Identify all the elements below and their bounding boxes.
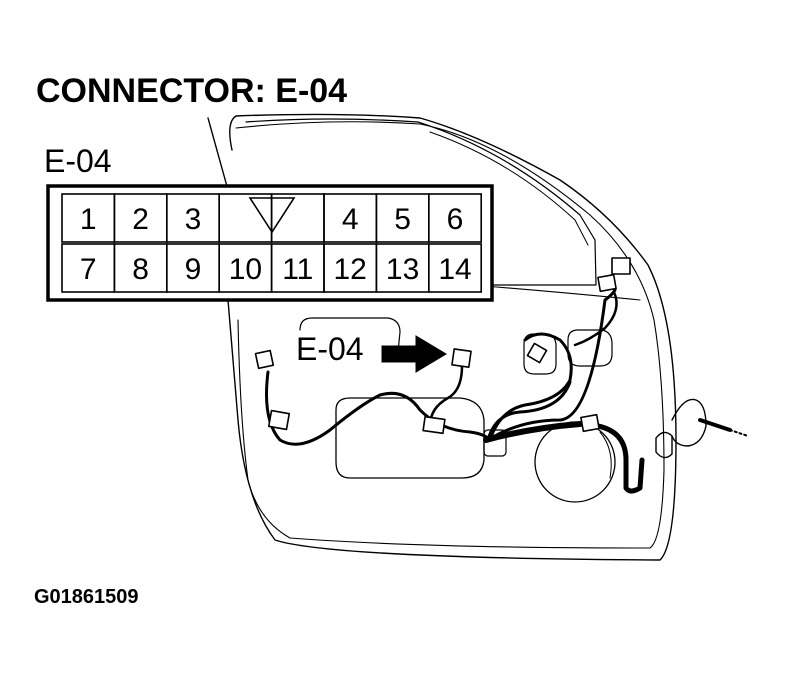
pin-grid: [61, 193, 482, 293]
speaker-opening: [534, 421, 616, 503]
door-outline: [207, 113, 677, 561]
pin-label-2: 2: [132, 203, 149, 236]
figure-id: G01861509: [34, 586, 139, 608]
connector-left-upper: [254, 349, 275, 370]
wire-harness-main: [265, 370, 492, 446]
connector-upper-right-1: [611, 257, 631, 275]
pin-label-11: 11: [282, 253, 313, 286]
wire-grommet: [655, 431, 673, 459]
pin-label-7: 7: [80, 253, 97, 286]
panel-opening-center: [335, 397, 485, 479]
diagram-title: CONNECTOR: E-04: [36, 72, 347, 110]
door-illustration: [207, 113, 749, 561]
pin-label-4: 4: [342, 203, 359, 236]
pointer-label: E-04: [296, 331, 364, 367]
pin-cell-14: [427, 243, 482, 293]
wire-grommet-boot: [671, 398, 707, 447]
connector-key-notch: [248, 197, 296, 234]
door-inner-outline: [235, 121, 665, 549]
wire-to-front-connector: [573, 290, 618, 347]
panel-opening-upper: [299, 317, 401, 353]
speaker-opening-inner: [599, 431, 612, 479]
pin-label-8: 8: [132, 253, 149, 286]
pin-label-14: 14: [438, 253, 471, 286]
connector-left-lower: [267, 409, 291, 431]
wire-to-e04: [428, 364, 464, 428]
pin-diagram-frame: [46, 184, 494, 302]
wire-harness-bundle: [483, 421, 583, 443]
harness-connectors: [254, 257, 631, 435]
wire-to-grommet: [595, 423, 645, 494]
window-frame-inner: [429, 131, 589, 246]
connector-center: [422, 415, 446, 435]
pin-label-1: 1: [80, 203, 97, 236]
connector-e04-target: [451, 348, 472, 368]
external-wire: [698, 418, 732, 432]
pin-label-10: 10: [229, 253, 262, 286]
belt-line: [483, 285, 641, 301]
pin-label-13: 13: [386, 253, 419, 286]
external-wire-end: [729, 429, 749, 437]
panel-opening-clip: [523, 333, 557, 375]
pointer-arrow: [381, 335, 447, 373]
pin-cell-6: [427, 193, 482, 243]
wire-harness-upper: [488, 332, 573, 442]
pin-label-6: 6: [447, 203, 464, 236]
connector-clip: [526, 342, 548, 364]
wire-harness-front: [486, 288, 617, 442]
pin-label-9: 9: [185, 253, 202, 286]
connector-upper-right-2: [597, 273, 617, 293]
connector-label: E-04: [44, 143, 112, 179]
pin-label-3: 3: [185, 203, 202, 236]
pin-label-5: 5: [394, 203, 411, 236]
panel-opening-small: [567, 329, 613, 367]
pin-label-12: 12: [334, 253, 367, 286]
connector-speaker: [580, 413, 600, 433]
